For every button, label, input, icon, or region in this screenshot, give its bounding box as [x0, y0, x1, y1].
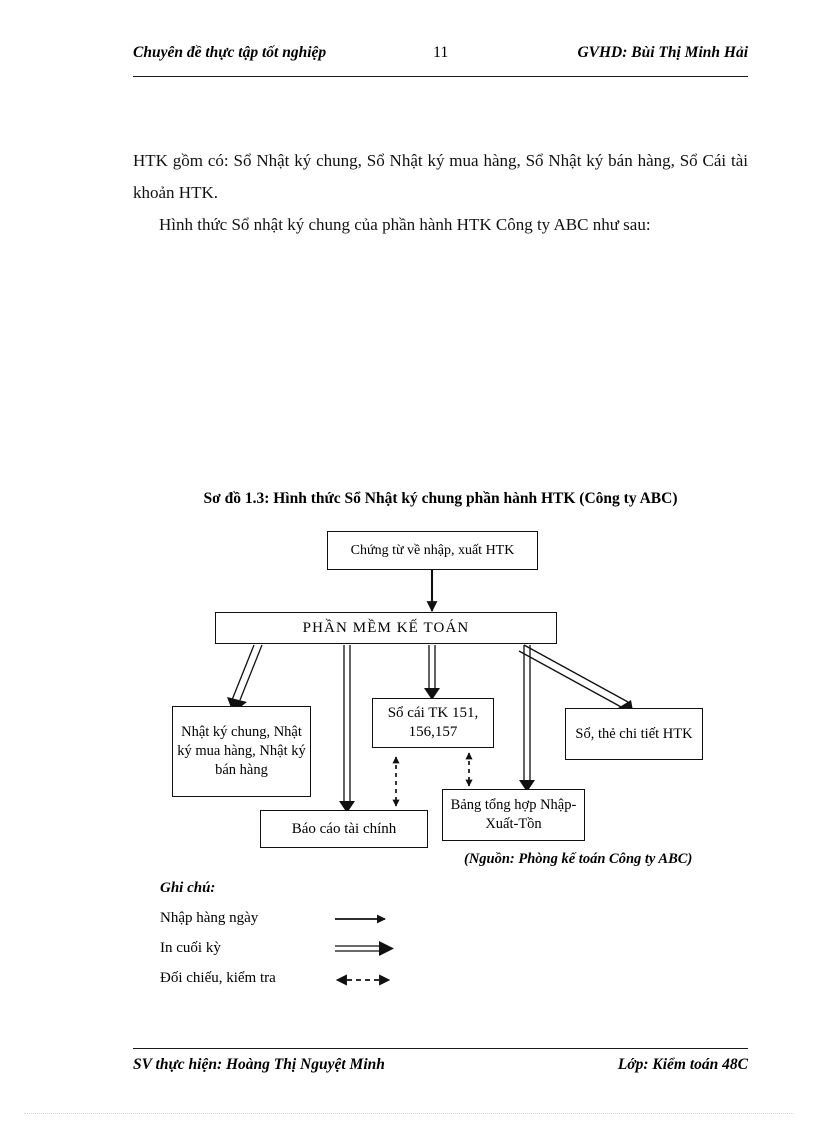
flow-box-bang-tong-hop: Bảng tổng hợp Nhập-Xuất-Tồn — [442, 789, 585, 841]
scan-edge-artifact — [24, 1113, 794, 1114]
legend-item-label: Nhập hàng ngày — [160, 910, 259, 926]
flow-box-so-the: Sổ, thẻ chi tiết HTK — [565, 708, 703, 760]
page-footer: SV thực hiện: Hoàng Thị Nguyệt Minh Lớp:… — [133, 1056, 748, 1084]
header-advisor: GVHD: Bùi Thị Minh Hải — [577, 44, 748, 61]
connector-phanmem-to-socai — [424, 645, 440, 700]
legend-item-reconcile-check: Đối chiếu, kiểm tra — [160, 970, 460, 994]
figure-title: Sơ đồ 1.3: Hình thức Sổ Nhật ký chung ph… — [203, 490, 678, 507]
connector-phanmem-to-sothe — [518, 644, 634, 716]
flow-box-bao-cao: Báo cáo tài chính — [260, 810, 428, 848]
flow-box-chung-tu: Chứng từ về nhập, xuất HTK — [327, 531, 538, 570]
connector-phanmem-to-baocao-left — [339, 645, 355, 813]
legend-item-period-print: In cuối kỳ — [160, 940, 460, 964]
legend-item-label: Đối chiếu, kiểm tra — [160, 970, 276, 986]
figure-source-note: (Nguồn: Phòng kế toán Công ty ABC) — [464, 851, 693, 867]
connector-phanmem-to-nhatky — [227, 644, 263, 713]
flow-box-nhat-ky: Nhật ký chung, Nhật ký mua hàng, Nhật ký… — [172, 706, 311, 797]
legend-title: Ghi chú: — [160, 880, 216, 896]
body-paragraph-2: Hình thức Sổ nhật ký chung của phần hành… — [159, 215, 651, 234]
header-page-number: 11 — [433, 44, 449, 61]
header-divider — [133, 76, 748, 77]
connector-phanmem-to-bangtonghop — [519, 645, 535, 792]
legend-item-daily-entry: Nhập hàng ngày — [160, 910, 460, 934]
legend-item-label: In cuối kỳ — [160, 940, 221, 956]
footer-student: SV thực hiện: Hoàng Thị Nguyệt Minh — [133, 1056, 385, 1073]
footer-class: Lớp: Kiểm toán 48C — [617, 1056, 748, 1073]
flow-box-so-cai: Sổ cái TK 151, 156,157 — [372, 698, 494, 748]
flow-box-phan-mem: PHẦN MỀM KẾ TOÁN — [215, 612, 557, 644]
header-title-left: Chuyên đề thực tập tốt nghiệp — [133, 44, 327, 61]
body-paragraph-1: HTK gồm có: Sổ Nhật ký chung, Sổ Nhật ký… — [133, 151, 748, 202]
page-header: Chuyên đề thực tập tốt nghiệp 11 GVHD: B… — [133, 44, 748, 74]
footer-divider — [133, 1048, 748, 1049]
